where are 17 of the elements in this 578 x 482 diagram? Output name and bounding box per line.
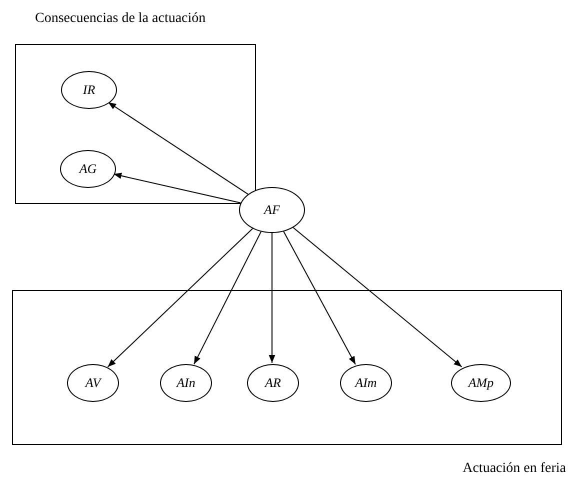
group-heading: Actuación en feria: [462, 460, 566, 478]
arrow: [107, 228, 254, 368]
ellipse-node: AR: [247, 364, 299, 402]
ellipse-node: AG: [60, 150, 116, 188]
ellipse-node: AIn: [160, 364, 212, 402]
ellipse-node: AV: [67, 364, 119, 402]
arrow: [108, 102, 248, 195]
ellipse-node: AIm: [340, 364, 392, 402]
ellipse-node: AF: [239, 187, 305, 233]
arrow: [292, 227, 462, 368]
group-heading: Consecuencias de la actuación: [35, 10, 206, 28]
ellipse-node: AMp: [451, 364, 511, 402]
arrow: [194, 231, 262, 365]
ellipse-node: IR: [61, 71, 117, 109]
arrow: [113, 172, 242, 204]
arrow: [268, 232, 276, 364]
arrow: [283, 231, 356, 365]
